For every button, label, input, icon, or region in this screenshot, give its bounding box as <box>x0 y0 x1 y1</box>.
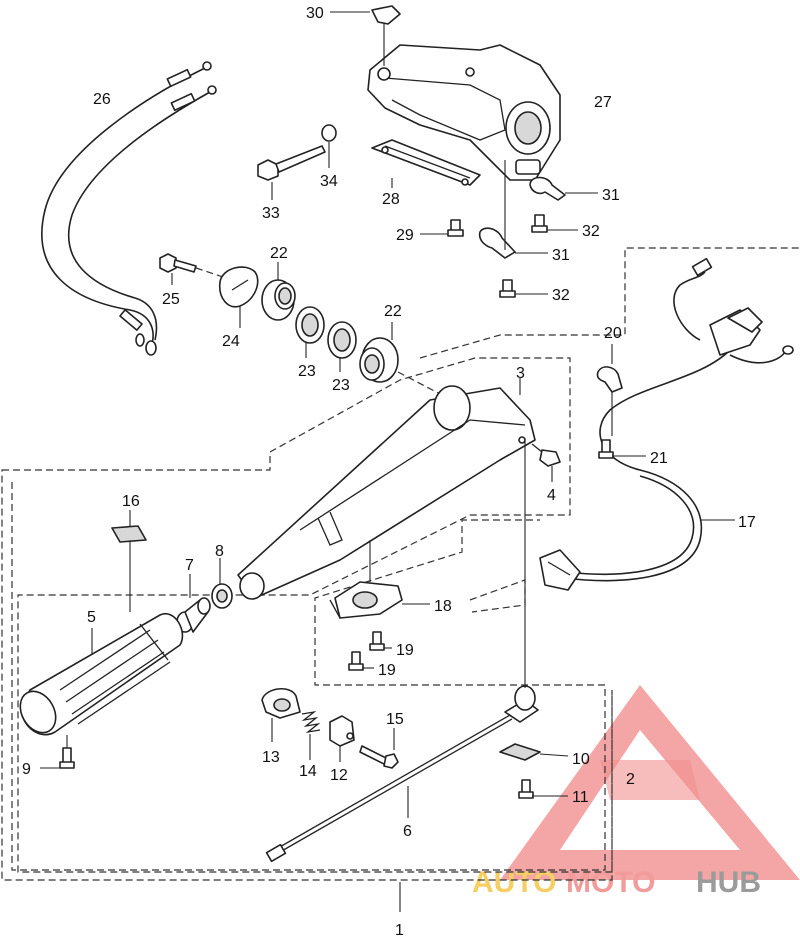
screw-11 <box>518 779 534 799</box>
callout-19-lower: 19 <box>378 662 396 679</box>
callout-12: 12 <box>330 767 348 784</box>
plate-24 <box>218 266 259 308</box>
boundary-upper-right <box>419 247 800 359</box>
callout-6: 6 <box>403 823 412 840</box>
clip-30 <box>371 5 401 25</box>
callout-23-b: 23 <box>332 377 350 394</box>
callout-5: 5 <box>87 609 96 626</box>
bushing-22-left <box>261 279 296 321</box>
callout-29: 29 <box>396 227 414 244</box>
screw-19-upper <box>369 631 385 651</box>
boundary-wiring <box>469 579 526 613</box>
screw-15 <box>359 745 399 769</box>
callout-22-left: 22 <box>270 245 288 262</box>
callout-18: 18 <box>434 598 452 615</box>
watermark-text-moto: MOTO <box>566 866 655 899</box>
watermark-text-hub: HUB <box>696 866 761 899</box>
callout-28: 28 <box>382 191 400 208</box>
bolt-25 <box>159 253 197 273</box>
wiring-harness-17 <box>539 257 794 591</box>
callout-24: 24 <box>222 333 240 350</box>
callout-17: 17 <box>738 514 756 531</box>
screw-19-lower <box>348 651 364 671</box>
steering-bracket <box>367 44 561 181</box>
callout-1: 1 <box>395 922 404 939</box>
screw-32-lower <box>499 279 516 298</box>
callout-34: 34 <box>320 173 338 190</box>
callout-31-lower: 31 <box>552 247 570 264</box>
bushing-22-right <box>359 337 399 383</box>
boundary-assembly-1 <box>1 357 613 881</box>
washer-23-b <box>327 321 357 359</box>
rod-6 <box>265 685 539 863</box>
callout-15: 15 <box>386 711 404 728</box>
spring-14 <box>301 710 321 734</box>
callout-3: 3 <box>516 365 525 382</box>
watermark-triangle-icon <box>500 685 800 880</box>
callout-13: 13 <box>262 749 280 766</box>
bolt-33 <box>257 145 326 181</box>
collar-7 <box>176 597 211 633</box>
callout-7: 7 <box>185 557 194 574</box>
callout-33: 33 <box>262 205 280 222</box>
cover-18 <box>329 581 403 619</box>
washer-34 <box>321 124 337 142</box>
boundary-assembly-2 <box>11 482 606 871</box>
callout-8: 8 <box>215 543 224 560</box>
bushing-8 <box>211 583 233 609</box>
callout-25: 25 <box>162 291 180 308</box>
callout-16: 16 <box>122 493 140 510</box>
callout-labels: 1 2 3 4 5 6 7 8 9 10 11 12 13 14 15 16 1… <box>22 5 756 939</box>
throttle-cables <box>41 61 217 356</box>
callout-9: 9 <box>22 761 31 778</box>
callout-2: 2 <box>626 771 635 788</box>
knob-13 <box>261 688 301 719</box>
callout-30: 30 <box>306 5 324 22</box>
callout-23-a: 23 <box>298 363 316 380</box>
clip-20 <box>596 366 623 393</box>
clamp-31-lower <box>478 227 516 259</box>
screw-9 <box>59 747 75 769</box>
plate-10 <box>499 743 541 761</box>
plate-28 <box>371 139 481 186</box>
callout-14: 14 <box>299 763 317 780</box>
callout-4: 4 <box>547 487 556 504</box>
screw-4 <box>531 443 561 467</box>
callout-32-upper: 32 <box>582 223 600 240</box>
callout-20: 20 <box>604 325 622 342</box>
clamp-31-upper <box>529 176 566 201</box>
callout-32-lower: 32 <box>552 287 570 304</box>
screw-29 <box>447 219 464 237</box>
callout-22-right: 22 <box>384 303 402 320</box>
callout-11: 11 <box>572 789 589 806</box>
screw-21 <box>598 439 614 459</box>
callout-31-upper: 31 <box>602 187 620 204</box>
callout-26: 26 <box>93 91 111 108</box>
grip-5 <box>19 612 184 736</box>
washer-23-a <box>295 306 325 344</box>
watermark-text-auto: AUTO <box>472 866 556 899</box>
callout-19-upper: 19 <box>396 642 414 659</box>
stopper-12 <box>329 715 355 747</box>
callout-21: 21 <box>650 450 668 467</box>
callout-10: 10 <box>572 751 590 768</box>
callout-27: 27 <box>594 94 612 111</box>
screw-32-upper <box>531 214 548 233</box>
label-16 <box>111 525 147 543</box>
tiller-handle-3 <box>237 385 536 600</box>
